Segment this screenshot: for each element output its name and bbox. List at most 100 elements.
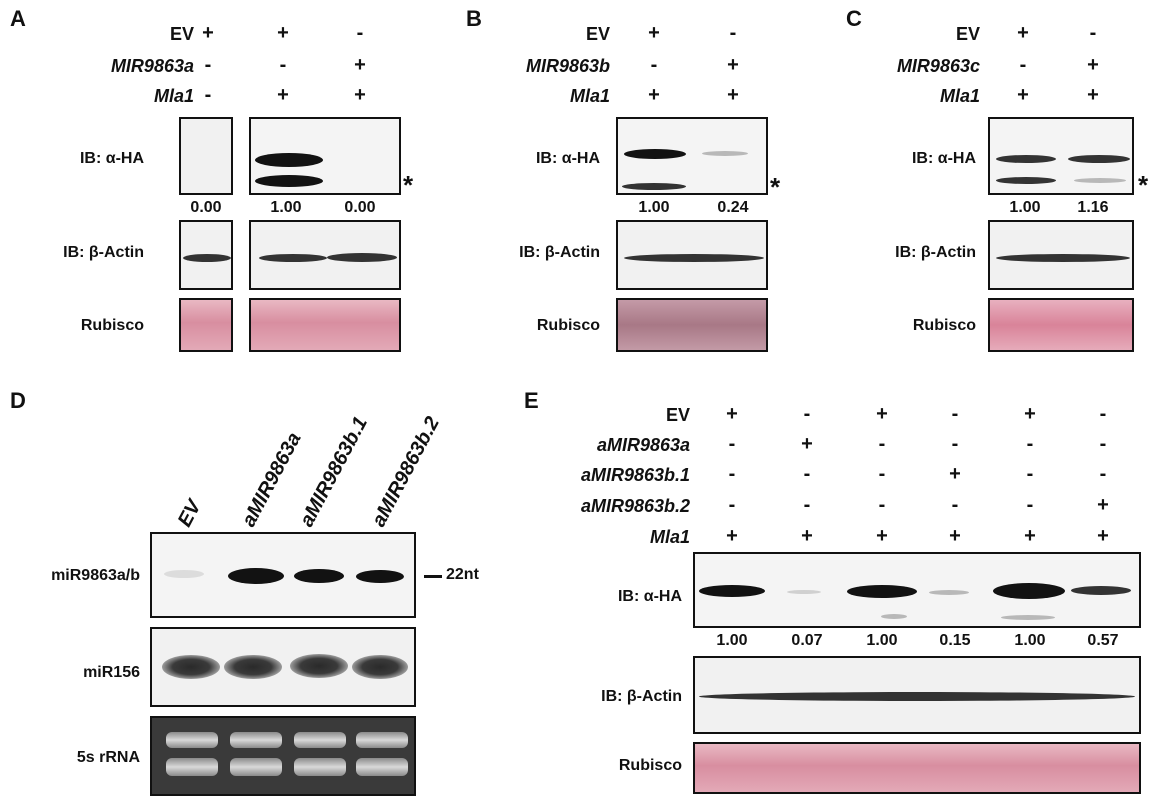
- panel-e-sign: -: [1099, 433, 1107, 455]
- panel-a-sign: -: [204, 54, 212, 76]
- panel-e-rubisco-label: Rubisco: [618, 757, 682, 774]
- ha-band: [1074, 178, 1126, 183]
- panel-c-sign: +: [1017, 84, 1029, 106]
- panel-b-row-mla1-label: Mla1: [569, 86, 610, 106]
- panel-c-sign: +: [1087, 54, 1099, 76]
- panel-a-quant: 0.00: [190, 199, 222, 216]
- panel-e-sign: +: [949, 525, 961, 547]
- panel-a-rubisco-label: Rubisco: [80, 317, 144, 334]
- ha-band: [624, 149, 686, 159]
- panel-c-sign: +: [1087, 84, 1099, 106]
- panel-d-lane-label: aMIR9863b.2: [367, 413, 445, 531]
- panel-a-sign: +: [277, 22, 289, 44]
- rrna-band: [230, 758, 282, 776]
- ha-band: [255, 175, 323, 187]
- panel-a-sign: -: [204, 84, 212, 106]
- panel-d-lane-label: aMIR9863b.1: [295, 413, 373, 531]
- ha-band: [996, 177, 1056, 184]
- panel-d-lane-label: aMIR9863a: [237, 428, 306, 531]
- rrna-band: [166, 732, 218, 748]
- northern-band: [352, 655, 408, 679]
- panel-a-sign: -: [279, 54, 287, 76]
- rrna-band: [356, 758, 408, 776]
- ha-band: [255, 153, 323, 167]
- panel-a-rubisco-blot-right: [249, 298, 401, 352]
- panel-e-sign: -: [951, 433, 959, 455]
- panel-e-sign: +: [1024, 525, 1036, 547]
- panel-e-sign: +: [1024, 403, 1036, 425]
- panel-a-sign: +: [354, 54, 366, 76]
- panel-c-quant: 1.00: [1009, 199, 1041, 216]
- panel-a-ha-blot-left: [179, 117, 233, 195]
- panel-a-ha-blot-right: [249, 117, 401, 195]
- panel-c-asterisk: *: [1138, 170, 1149, 200]
- panel-e-sign: -: [1099, 403, 1107, 425]
- panel-e-sign: +: [801, 433, 813, 455]
- panel-e-row-ev-label: EV: [665, 405, 690, 425]
- actin-band: [259, 254, 327, 262]
- panel-e-sign: -: [803, 463, 811, 485]
- panel-e-row-mla1-label: Mla1: [649, 527, 690, 547]
- ha-band: [1001, 615, 1055, 620]
- panel-a-row-mla1-label: Mla1: [153, 86, 194, 106]
- panel-e-ib-actin-label: IB: β-Actin: [601, 688, 682, 705]
- ha-band: [1071, 586, 1131, 595]
- panel-e-sign: -: [803, 494, 811, 516]
- panel-c-quant: 1.16: [1077, 199, 1109, 216]
- panel-e-sign: +: [949, 463, 961, 485]
- panel-e-quant: 1.00: [866, 632, 898, 649]
- panel-e-sign: +: [726, 525, 738, 547]
- panel-e-sign: -: [728, 463, 736, 485]
- panel-b-rubisco-label: Rubisco: [536, 317, 600, 334]
- panel-b-row-mir-label: MIR9863b: [525, 56, 610, 76]
- panel-e-ha-blot: [693, 552, 1141, 628]
- panel-e-sign: -: [878, 494, 886, 516]
- panel-a-quant: 0.00: [344, 199, 376, 216]
- panel-d-5s-rrna-gel: [150, 716, 416, 796]
- panel-b-sign: +: [648, 84, 660, 106]
- panel-e-quant: 0.15: [939, 632, 971, 649]
- panel-a-ib-ha-label: IB: α-HA: [79, 150, 144, 167]
- northern-band: [228, 568, 284, 584]
- panel-e-sign: -: [1026, 433, 1034, 455]
- actin-band: [699, 692, 1135, 701]
- panel-b-ha-blot: [616, 117, 768, 195]
- northern-band: [162, 655, 220, 679]
- panel-e-sign: +: [1097, 525, 1109, 547]
- panel-e-sign: -: [1099, 463, 1107, 485]
- panel-e-sign: +: [876, 525, 888, 547]
- ha-band: [881, 614, 907, 619]
- panel-d-mir9863-blot: [150, 532, 416, 618]
- actin-band: [996, 254, 1130, 262]
- panel-a-sign: +: [202, 22, 214, 44]
- panel-c-ib-ha-label: IB: α-HA: [911, 150, 976, 167]
- panel-d-mir9863-label: miR9863a/b: [51, 567, 140, 584]
- ha-band: [996, 155, 1056, 163]
- panel-b-ib-actin-label: IB: β-Actin: [519, 244, 600, 261]
- ha-band: [702, 151, 748, 156]
- panel-a-letter: A: [10, 6, 26, 31]
- panel-b-quant: 0.24: [717, 199, 749, 216]
- panel-c-rubisco-blot: [988, 298, 1134, 352]
- panel-a-quant: 1.00: [270, 199, 302, 216]
- panel-b-sign: +: [648, 22, 660, 44]
- panel-b-rubisco-blot: [616, 298, 768, 352]
- ha-band: [993, 583, 1065, 599]
- panel-a-asterisk: *: [403, 170, 414, 200]
- northern-band: [356, 570, 404, 583]
- panel-e-sign: -: [728, 433, 736, 455]
- panel-e-ib-ha-label: IB: α-HA: [617, 588, 682, 605]
- panel-d-mir156-blot: [150, 627, 416, 707]
- panel-e-sign: -: [951, 494, 959, 516]
- panel-e-sign: +: [876, 403, 888, 425]
- ha-band: [787, 590, 821, 594]
- panel-e-sign: -: [1026, 463, 1034, 485]
- size-marker-tick: [424, 575, 442, 578]
- panel-e-quant: 0.07: [791, 632, 823, 649]
- ha-band: [1068, 155, 1130, 163]
- panel-d-5s-rrna-label: 5s rRNA: [76, 749, 140, 766]
- panel-c-row-mla1-label: Mla1: [939, 86, 980, 106]
- panel-c-actin-blot: [988, 220, 1134, 290]
- panel-e-sign: -: [878, 433, 886, 455]
- panel-b-sign: +: [727, 84, 739, 106]
